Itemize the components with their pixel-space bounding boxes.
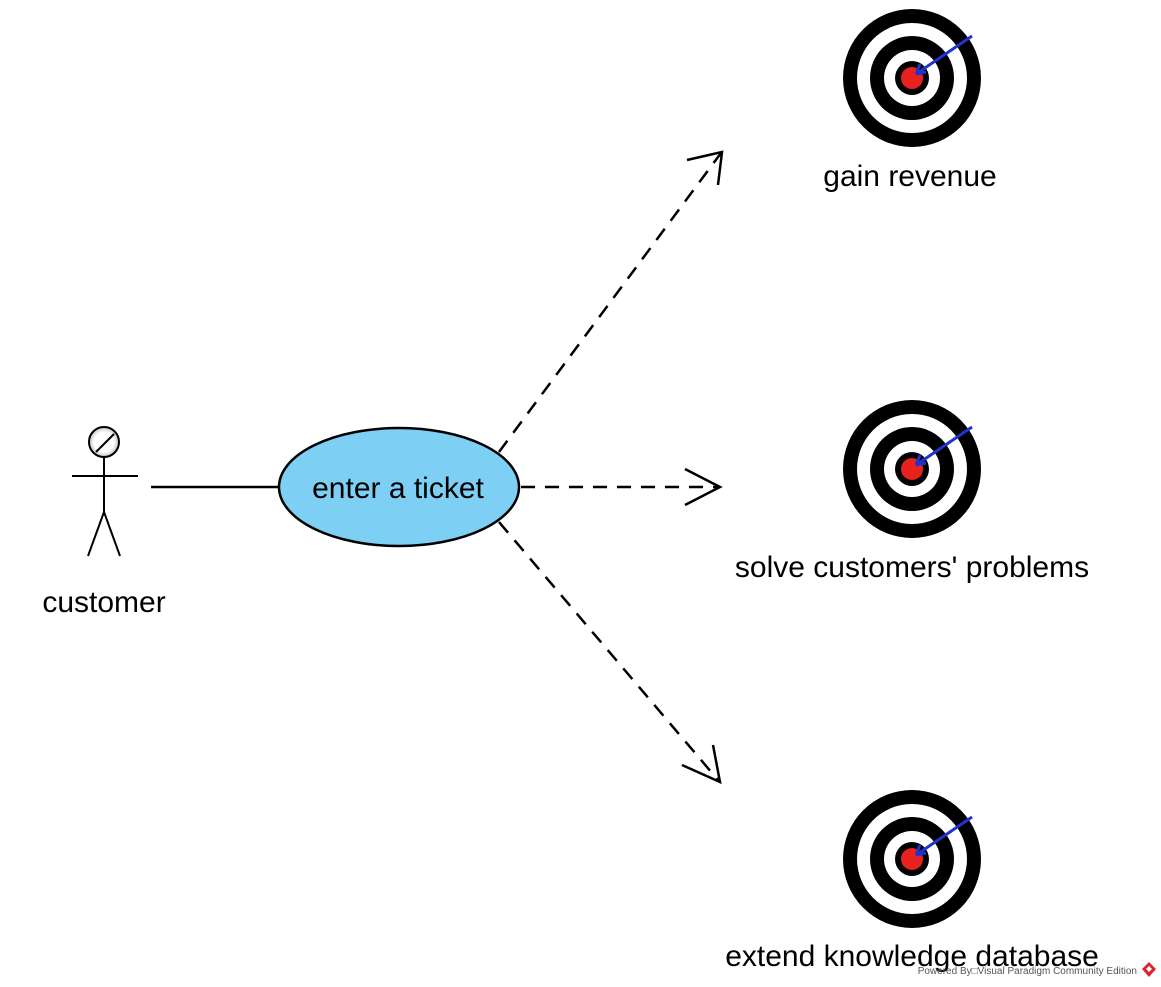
goal-label: gain revenue [823,160,996,193]
dependency-arrow-gain-revenue[interactable] [497,150,724,453]
watermark: Powered By□Visual Paradigm Community Edi… [918,962,1156,977]
target-icon [841,398,983,540]
use-case-ellipse [277,426,521,548]
actor-customer[interactable]: customer [42,426,166,619]
use-case-label: enter a ticket [312,472,484,505]
goal-label: extend knowledge database [725,940,1099,973]
target-icon [841,788,983,930]
dependency-arrow-solve-problems[interactable] [521,467,723,507]
use-case-enter-ticket[interactable]: enter a ticket [277,426,521,548]
goal-label: solve customers' problems [735,551,1089,584]
actor-stick-figure-icon [72,426,138,557]
goal-extend-knowledge[interactable]: extend knowledge database [725,788,1099,973]
visual-paradigm-logo-icon [1142,962,1156,977]
dependency-arrow-extend-knowledge[interactable] [498,521,722,785]
actor-label: customer [42,586,165,619]
goal-gain-revenue[interactable]: gain revenue [823,7,997,193]
target-icon [841,7,983,149]
goal-solve-problems[interactable]: solve customers' problems [735,398,1089,584]
watermark-text: Powered By□Visual Paradigm Community Edi… [918,966,1137,977]
